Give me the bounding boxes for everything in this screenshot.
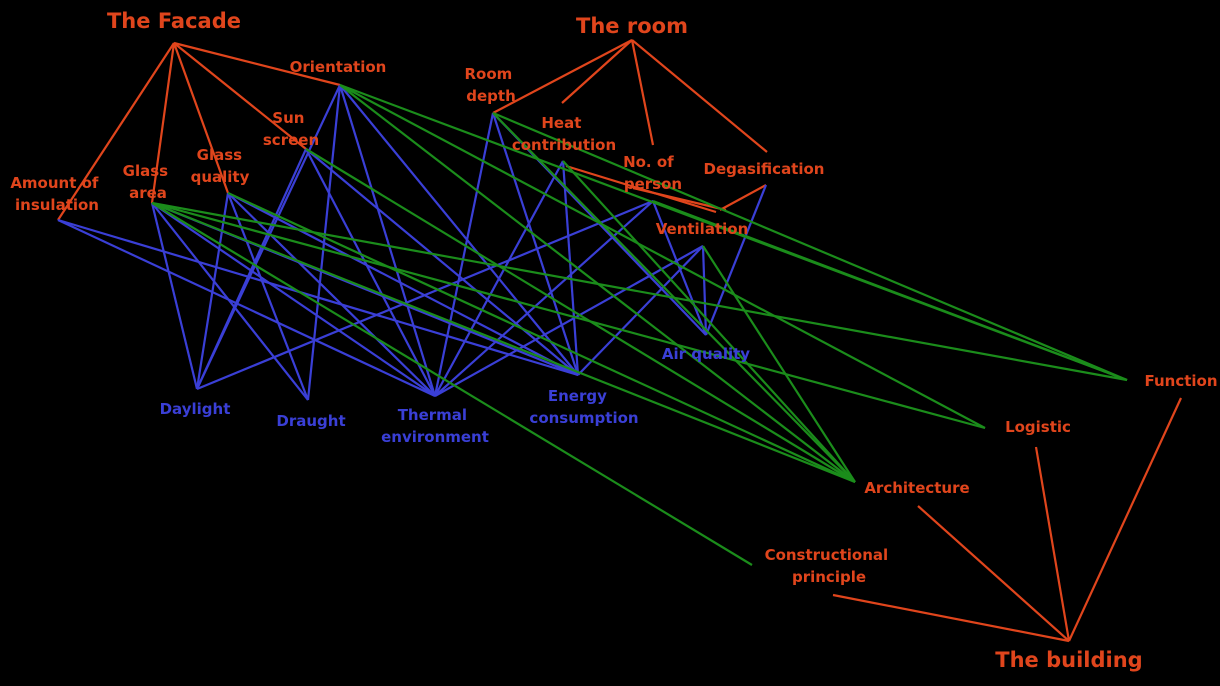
group-title-building: The building [995, 648, 1142, 672]
node-air-quality: Air quality [662, 345, 750, 363]
node-orientation: Orientation [290, 58, 387, 76]
node-heat-contribution: Heat contribution [512, 114, 616, 154]
climate-connector-line [227, 192, 579, 376]
building-connector-line [702, 245, 856, 483]
group-connector-line [631, 39, 768, 153]
building-connector-line [227, 192, 856, 483]
climate-connector-lines [57, 84, 768, 401]
climate-connector-line [561, 160, 580, 376]
group-connector-line [1068, 397, 1182, 642]
climate-connector-line [704, 184, 768, 336]
building-connector-line [492, 112, 856, 483]
climate-connector-line [338, 84, 437, 397]
group-connector-line [832, 593, 1070, 643]
climate-connector-line [57, 219, 436, 397]
climate-connector-line [305, 148, 436, 397]
climate-connector-line [701, 245, 708, 336]
node-constructional-principle: Constructional principle [765, 546, 894, 586]
building-connector-line [305, 148, 856, 483]
building-connector-line [339, 84, 986, 429]
group-title-facade: The Facade [107, 9, 241, 33]
climate-connector-line [150, 202, 199, 390]
climate-connector-line [491, 112, 580, 376]
group-connector-line [719, 184, 767, 211]
climate-connector-line [305, 148, 579, 376]
node-room-depth: Room depth [464, 65, 517, 105]
climate-connector-line [151, 202, 436, 397]
climate-connector-line [651, 200, 708, 336]
node-glass-area: Glass area [123, 162, 174, 202]
climate-connector-line [434, 245, 704, 397]
group-connector-lines [57, 39, 1182, 643]
building-connector-line [339, 84, 856, 483]
building-connector-line [492, 111, 1128, 382]
node-draught: Draught [276, 412, 345, 430]
building-connector-line [151, 202, 753, 566]
climate-connector-line [434, 200, 654, 397]
node-function: Function [1144, 372, 1217, 390]
building-connector-lines [151, 83, 1128, 566]
group-connector-line [630, 39, 655, 146]
node-architecture: Architecture [864, 479, 969, 497]
climate-connector-line [339, 84, 579, 376]
node-amount-of-insulation: Amount of insulation [10, 174, 103, 214]
group-connector-line [173, 41, 341, 87]
node-energy-consumption: Energy consumption [529, 387, 638, 427]
node-no-of-person: No. of person [623, 153, 682, 193]
group-connector-line [172, 42, 230, 194]
group-connector-line [492, 39, 633, 114]
climate-connector-line [57, 218, 579, 377]
node-glass-quality: Glass quality [191, 146, 250, 186]
building-connector-line [562, 160, 856, 483]
climate-connector-line [227, 192, 436, 397]
node-sun-screen: Sun screen [263, 109, 319, 149]
building-connector-line [652, 199, 1128, 382]
node-degasification: Degasification [704, 160, 825, 178]
group-connector-line [1034, 446, 1071, 642]
group-connector-line [917, 505, 1070, 642]
group-title-room: The room [576, 14, 688, 38]
node-logistic: Logistic [1005, 418, 1071, 436]
building-connector-line [151, 201, 856, 484]
node-daylight: Daylight [160, 400, 231, 418]
group-connector-line [173, 42, 307, 150]
group-connector-line [561, 39, 633, 104]
group-connector-line [57, 42, 175, 221]
group-connector-line [632, 186, 727, 212]
node-ventilation: Ventilation [656, 220, 749, 238]
building-connector-line [151, 201, 986, 430]
group-connector-line [150, 42, 176, 204]
node-thermal-environment: Thermal environment [381, 406, 489, 446]
climate-connector-line [196, 84, 341, 390]
